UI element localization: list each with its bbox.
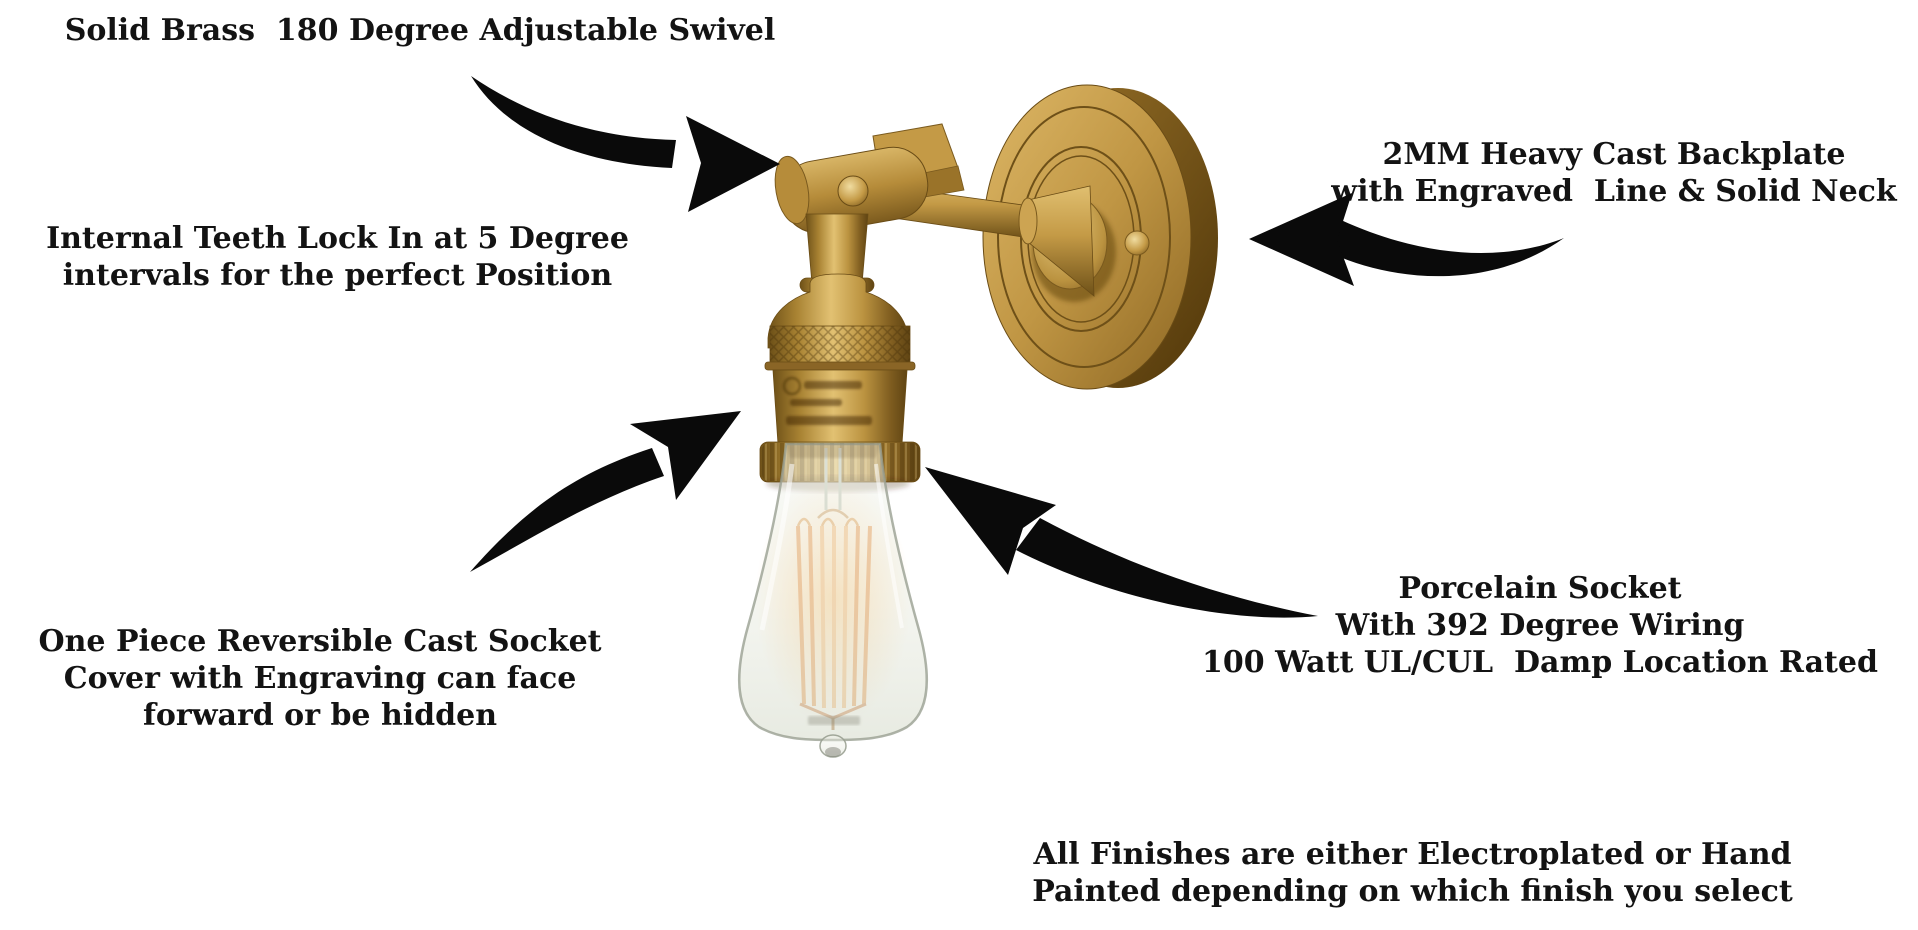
annotation-porcelain-socket-line: 100 Watt UL/CUL Damp Location Rated	[1202, 645, 1878, 680]
fluted-ring	[759, 441, 921, 483]
pivot-screw	[837, 175, 869, 207]
socket-engraving	[783, 377, 872, 425]
filament	[796, 517, 872, 730]
annotation-backplate-line: with Engraved Line & Solid Neck	[1331, 174, 1897, 209]
socket-cover-arrow-icon	[470, 411, 741, 572]
bulb-tip	[819, 734, 847, 758]
edison-bulb	[738, 442, 928, 758]
annotation-finishes: All Finishes are either Electroplated or…	[985, 836, 1840, 910]
mount-boss	[1032, 194, 1108, 290]
annotation-backplate-line: 2MM Heavy Cast Backplate	[1382, 137, 1846, 172]
wall-sconce-illustration	[738, 84, 1218, 758]
backplate-screw	[1124, 230, 1150, 256]
swivel-arrow-icon	[471, 76, 780, 212]
annotation-teeth-lock-line: Internal Teeth Lock In at 5 Degree	[46, 221, 629, 256]
engraved-line	[997, 106, 1171, 368]
backplate	[982, 84, 1218, 390]
knurled-band	[769, 325, 911, 365]
swivel-joint	[774, 123, 965, 305]
annotation-porcelain-socket: Porcelain Socket With 392 Degree Wiring …	[1175, 570, 1905, 681]
glass-stem	[817, 448, 849, 519]
annotation-socket-cover-line: forward or be hidden	[142, 698, 498, 733]
annotation-socket-cover-line: Cover with Engraving can face	[63, 661, 577, 696]
annotation-teeth-lock-line: intervals for the perfect Position	[62, 258, 613, 293]
bulb-glow	[755, 475, 911, 725]
annotation-finishes-line: All Finishes are either Electroplated or…	[1033, 837, 1792, 872]
bulb-etching	[808, 716, 860, 725]
annotation-porcelain-socket-line: With 392 Degree Wiring	[1335, 608, 1745, 643]
glass-highlight	[759, 463, 795, 631]
annotation-socket-cover: One Piece Reversible Cast Socket Cover w…	[15, 623, 625, 734]
solid-neck-arm	[811, 175, 1095, 297]
annotation-backplate: 2MM Heavy Cast Backplate with Engraved L…	[1310, 136, 1918, 210]
annotation-socket-cover-line: One Piece Reversible Cast Socket	[38, 624, 602, 659]
socket-cover	[759, 273, 921, 492]
annotation-swivel: Solid Brass 180 Degree Adjustable Swivel	[35, 12, 805, 49]
annotation-porcelain-socket-line: Porcelain Socket	[1398, 571, 1682, 606]
bulb-glass	[738, 442, 928, 742]
swivel-clamp	[872, 123, 959, 193]
annotation-swivel-line: Solid Brass 180 Degree Adjustable Swivel	[64, 13, 776, 48]
annotation-finishes-line: Painted depending on which finish you se…	[1032, 874, 1793, 909]
annotation-teeth-lock: Internal Teeth Lock In at 5 Degree inter…	[15, 220, 660, 294]
